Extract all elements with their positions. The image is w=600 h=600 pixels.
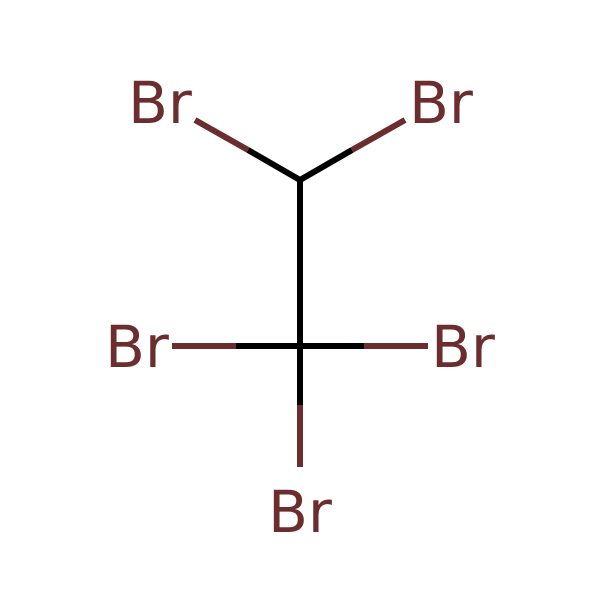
atom-label-br2: Br: [409, 69, 473, 137]
atom-label-br5: Br: [268, 478, 332, 546]
bonds: [172, 117, 428, 467]
atom-labels: Br Br Br Br Br: [105, 69, 495, 546]
bond-c1-br1-carbon-half: [246, 147, 302, 183]
atom-label-br1: Br: [128, 69, 192, 137]
bond-c1-br2-bromine-half: [350, 117, 407, 153]
atom-label-br3: Br: [105, 313, 169, 381]
bond-c1-br2-carbon-half: [298, 147, 354, 183]
bond-c1-br1-bromine-half: [193, 117, 250, 153]
atom-label-br4: Br: [431, 313, 495, 381]
